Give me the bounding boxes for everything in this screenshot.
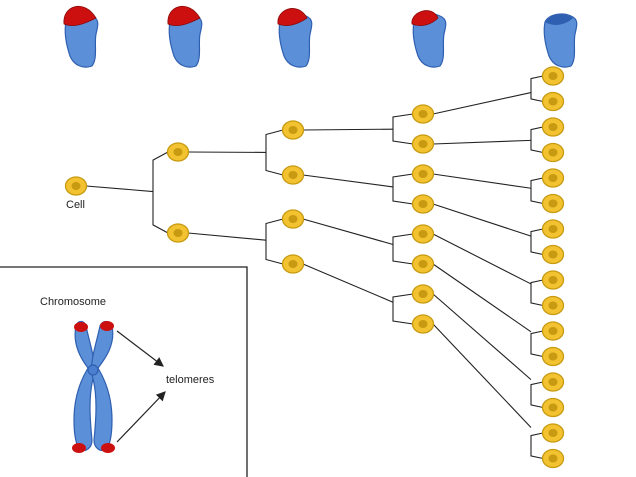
telomere-cap	[277, 8, 308, 26]
cell	[541, 117, 565, 137]
chromatid-end	[63, 5, 99, 68]
division-branch	[530, 75, 544, 103]
telomere	[74, 322, 88, 332]
cell	[541, 423, 565, 443]
division-line	[432, 139, 532, 145]
arrow-bottom	[116, 391, 166, 443]
cell	[541, 168, 565, 188]
chromatid-end	[277, 8, 313, 68]
legend-box	[0, 266, 248, 477]
telomeres-label: telomeres	[166, 374, 215, 386]
cell	[411, 194, 435, 214]
cell	[541, 219, 565, 239]
cell	[281, 165, 305, 185]
cell	[541, 142, 565, 163]
division-line	[85, 185, 154, 193]
division-branch	[530, 432, 544, 460]
telomere	[72, 443, 86, 453]
cell-label: Cell	[66, 199, 85, 211]
division-branch	[530, 177, 544, 205]
chromatid-end	[411, 10, 447, 68]
division-line	[432, 293, 532, 381]
telomere	[101, 443, 115, 453]
division-line	[187, 232, 267, 241]
cell	[541, 448, 565, 469]
division-branch	[392, 173, 414, 205]
telomere-arrows	[116, 330, 166, 443]
chromosome-figure	[72, 320, 115, 453]
division-branch	[530, 279, 544, 307]
division-line	[302, 218, 394, 246]
division-branch	[152, 151, 169, 234]
division-line	[432, 323, 532, 428]
telomere-shortening-row	[63, 5, 578, 68]
division-line	[432, 233, 532, 285]
cell	[541, 321, 565, 341]
telomere-cap	[167, 5, 201, 26]
cell	[541, 372, 565, 392]
division-line	[302, 128, 394, 131]
chromatid-end	[167, 5, 203, 68]
cell	[281, 209, 305, 229]
division-branch	[265, 218, 284, 265]
division-lines	[85, 75, 544, 460]
cell	[541, 66, 565, 86]
cell	[541, 244, 565, 265]
division-branch	[392, 233, 414, 265]
division-branch	[265, 129, 284, 176]
cell	[166, 142, 190, 162]
telomere	[100, 321, 114, 331]
cell	[541, 270, 565, 290]
cell	[281, 120, 305, 140]
cell	[541, 346, 565, 367]
cell	[411, 134, 435, 154]
division-line	[432, 263, 532, 333]
division-branch	[530, 381, 544, 409]
cell	[64, 176, 88, 196]
division-line	[302, 263, 394, 303]
cell	[541, 91, 565, 112]
cell	[541, 397, 565, 418]
cell	[411, 254, 435, 274]
cell	[411, 224, 435, 244]
legend-border	[0, 266, 248, 477]
division-line	[432, 92, 532, 115]
division-line	[302, 174, 394, 188]
cell	[281, 254, 305, 274]
division-branch	[392, 113, 414, 145]
chromosome-label: Chromosome	[40, 296, 107, 308]
arrow-top	[116, 330, 164, 367]
division-branch	[392, 293, 414, 325]
cells	[64, 66, 565, 469]
cell	[411, 314, 435, 334]
cell	[541, 193, 565, 214]
chromatid-end	[543, 13, 578, 68]
cell	[411, 284, 435, 304]
cell	[411, 164, 435, 184]
cell	[166, 223, 190, 243]
cell	[541, 295, 565, 316]
chromatid-tip	[545, 14, 573, 25]
division-line	[432, 203, 532, 237]
division-branch	[530, 228, 544, 256]
cell	[411, 104, 435, 124]
telomere-cap	[63, 5, 97, 26]
division-branch	[530, 330, 544, 358]
division-line	[432, 173, 532, 189]
telomere-cap	[411, 10, 439, 26]
division-branch	[530, 126, 544, 154]
